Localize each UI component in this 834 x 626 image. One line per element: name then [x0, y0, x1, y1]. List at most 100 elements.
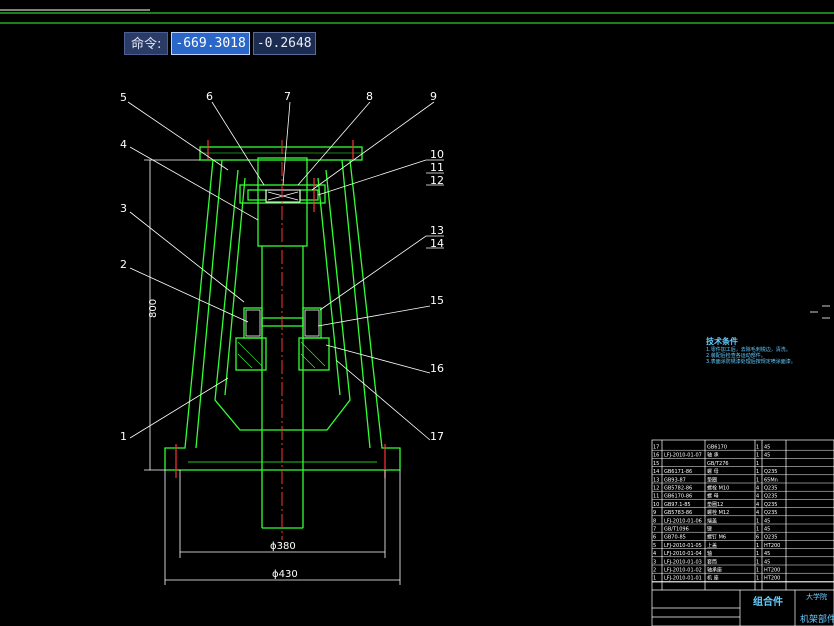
- parts-cell: 垫圈12: [707, 501, 723, 508]
- parts-cell: 45: [764, 453, 770, 459]
- parts-cell: 螺栓 M12: [707, 509, 729, 516]
- parts-cell: 10: [653, 502, 659, 508]
- parts-cell: GB6170: [707, 445, 727, 451]
- parts-cell: Q235: [764, 510, 777, 516]
- title-block-drawing-title: 机架部件: [800, 613, 834, 625]
- parts-cell: LFJ-2010-01-06: [664, 518, 702, 524]
- parts-cell: 12: [653, 486, 659, 492]
- parts-cell: GB70-85: [664, 535, 686, 541]
- callout-6: 6: [206, 90, 213, 103]
- parts-cell: 45: [764, 527, 770, 533]
- callout-4: 4: [120, 138, 127, 151]
- parts-cell: 螺 母: [707, 493, 719, 500]
- parts-cell: 45: [764, 559, 770, 565]
- parts-cell: 1: [756, 551, 759, 557]
- parts-cell: 1: [756, 543, 759, 549]
- callout-5: 5: [120, 91, 127, 104]
- title-block-name: 组合件: [753, 595, 783, 608]
- parts-cell: 7: [653, 527, 656, 533]
- parts-cell: Q235: [764, 494, 777, 500]
- parts-cell: 13: [653, 477, 659, 483]
- parts-cell: HT200: [764, 543, 780, 549]
- parts-cell: Q235: [764, 486, 777, 492]
- parts-cell: HT200: [764, 576, 780, 582]
- parts-cell: 上盖: [707, 542, 717, 549]
- parts-cell: GB97.1-85: [664, 502, 691, 508]
- technical-requirements-note: 技术条件 1.零件加工后，去除毛刺锐边，清洗。 2.装配后检查各运动部件。 3.…: [706, 337, 796, 365]
- parts-cell: 65Mn: [764, 477, 778, 483]
- parts-cell: LFJ-2010-01-02: [664, 568, 702, 574]
- parts-cell: GB93-87: [664, 477, 686, 483]
- parts-cell: 螺栓 M10: [707, 485, 729, 492]
- parts-cell: 5: [653, 543, 656, 549]
- parts-cell: 端盖: [707, 517, 717, 524]
- parts-cell: GB6171-86: [664, 469, 692, 475]
- coordinate-x-input[interactable]: -669.3018: [171, 32, 250, 55]
- dim-height-label: 800: [148, 299, 159, 318]
- parts-cell: 1: [653, 576, 656, 582]
- parts-cell: 11: [653, 494, 659, 500]
- tech-line: 1.零件加工后，去除毛刺锐边，清洗。: [706, 347, 791, 353]
- parts-cell: 15: [653, 461, 659, 467]
- callout-8: 8: [366, 90, 373, 103]
- parts-cell: GB6170-86: [664, 494, 692, 500]
- parts-cell: HT200: [764, 568, 780, 574]
- parts-cell: 1: [756, 527, 759, 533]
- callout-17: 17: [430, 430, 444, 443]
- parts-cell: 4: [756, 494, 759, 500]
- parts-cell: 4: [756, 502, 759, 508]
- callout-7: 7: [284, 90, 291, 103]
- parts-cell: 1: [756, 477, 759, 483]
- callout-numbers: 5 4 3 2 1 6 7 8 9 10 11 12 13 14 15 16 1…: [120, 90, 444, 443]
- parts-cell: 1: [756, 559, 759, 565]
- parts-cell: Q235: [764, 502, 777, 508]
- parts-cell: GB5783-86: [664, 510, 692, 516]
- parts-cell: 1: [756, 445, 759, 451]
- parts-cell: 1: [756, 461, 759, 467]
- parts-cell: 3: [653, 559, 656, 565]
- command-bar[interactable]: 命令: -669.3018 -0.2648: [124, 32, 316, 55]
- parts-cell: 4: [653, 551, 656, 557]
- parts-cell: 1: [756, 568, 759, 574]
- coordinate-y-input[interactable]: -0.2648: [252, 32, 316, 55]
- callout-3: 3: [120, 202, 127, 215]
- parts-cell: 2: [653, 568, 656, 574]
- dimension-lines: [144, 159, 401, 585]
- parts-cell: 45: [764, 551, 770, 557]
- parts-cell: 垫圈: [707, 476, 717, 483]
- parts-cell: 轴承座: [707, 567, 722, 574]
- parts-cell: LFJ-2010-01-07: [664, 453, 702, 459]
- parts-cell: 8: [653, 518, 656, 524]
- parts-cell: GB5782-86: [664, 486, 692, 492]
- callout-15: 15: [430, 294, 444, 307]
- dim-inner-diameter-label: ϕ380: [270, 541, 296, 552]
- parts-cell: 轴 承: [707, 452, 719, 459]
- parts-cell: LFJ-2010-01-05: [664, 543, 702, 549]
- parts-list-frame: [651, 439, 834, 626]
- callout-10: 10: [430, 148, 444, 161]
- callout-14: 14: [430, 237, 444, 250]
- callout-13: 13: [430, 224, 444, 237]
- parts-cell: GB/T276: [707, 461, 729, 467]
- callout-11: 11: [430, 161, 444, 174]
- callout-leaders: [127, 101, 444, 441]
- callout-2: 2: [120, 258, 127, 271]
- parts-cell: 4: [756, 486, 759, 492]
- tech-title: 技术条件: [706, 337, 738, 346]
- callout-1: 1: [120, 430, 127, 443]
- parts-cell: 16: [653, 453, 659, 459]
- parts-cell: 1: [756, 576, 759, 582]
- parts-cell: 6: [756, 535, 759, 541]
- command-label: 命令:: [124, 32, 169, 55]
- parts-cell: 机 座: [707, 575, 719, 582]
- title-block-company: 大学院: [806, 592, 827, 601]
- parts-cell: 4: [756, 510, 759, 516]
- parts-cell: 轴: [707, 550, 712, 557]
- parts-cell: 45: [764, 445, 770, 451]
- callout-16: 16: [430, 362, 444, 375]
- edge-marks: [810, 305, 830, 319]
- parts-cell: GB/T1096: [664, 527, 689, 533]
- tech-line: 3.表面涂防锈漆处理后按规定喷涂面漆。: [706, 359, 796, 365]
- parts-cell: 1: [756, 518, 759, 524]
